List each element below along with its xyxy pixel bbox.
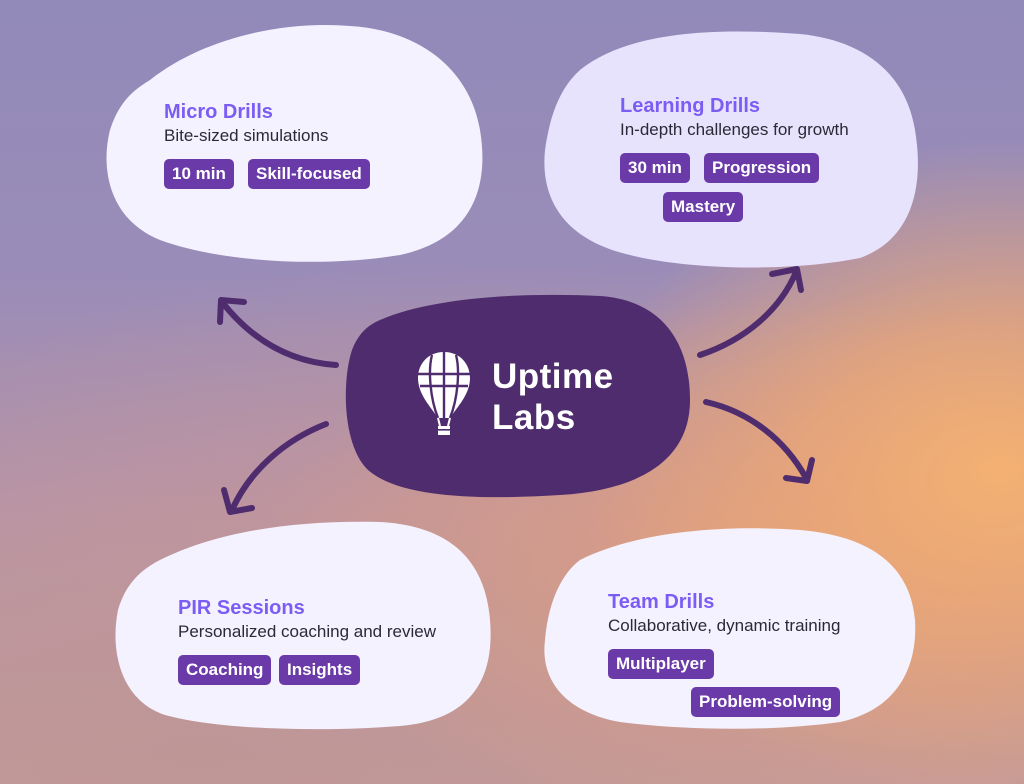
tag-30-min: 30 min xyxy=(620,153,690,183)
tag-coaching: Coaching xyxy=(178,655,272,685)
arrow-to-micro-drills-icon xyxy=(217,297,339,368)
tag-progression: Progression xyxy=(704,153,820,183)
card-title: Team Drills xyxy=(608,591,715,613)
arrow-to-team-drills-icon xyxy=(703,399,815,484)
card-title: Learning Drills xyxy=(620,95,761,117)
tag-problem-solving: Problem-solving xyxy=(691,687,841,717)
card-subtitle: In-depth challenges for growth xyxy=(620,120,849,139)
tag-multiplayer: Multiplayer xyxy=(608,649,714,679)
card-subtitle: Bite-sized simulations xyxy=(164,126,329,145)
learning-drills-blob xyxy=(544,31,918,268)
card-subtitle: Personalized coaching and review xyxy=(178,622,436,641)
tag-mastery: Mastery xyxy=(663,192,744,222)
card-title: PIR Sessions xyxy=(178,597,305,619)
brand-line-1: Uptime xyxy=(492,357,614,396)
arrow-to-pir-sessions-icon xyxy=(221,421,329,515)
tag-skill-focused: Skill-focused xyxy=(248,159,370,189)
arrow-to-learning-drills-icon xyxy=(697,266,804,358)
tag-10-min: 10 min xyxy=(164,159,234,189)
card-title: Micro Drills xyxy=(164,101,273,123)
micro-drills-blob xyxy=(106,24,483,262)
brand-name: Uptime Labs xyxy=(492,356,614,438)
brand-line-2: Labs xyxy=(492,398,576,437)
tag-insights: Insights xyxy=(279,655,361,685)
card-subtitle: Collaborative, dynamic training xyxy=(608,616,841,635)
center-blob xyxy=(345,294,690,498)
hot-air-balloon-icon xyxy=(418,352,470,435)
